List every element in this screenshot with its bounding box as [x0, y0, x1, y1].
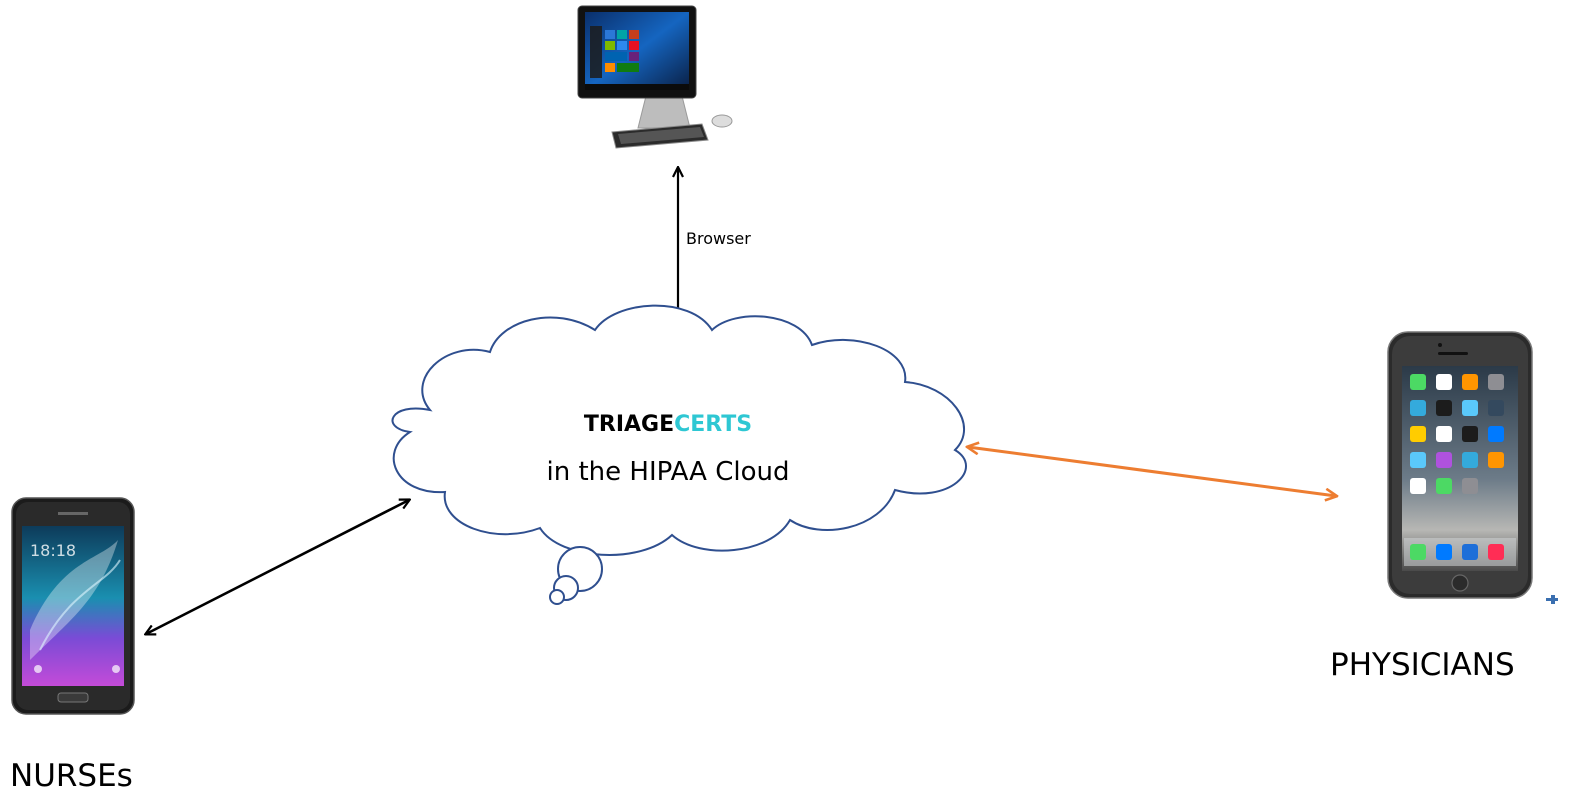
svg-text:18:18: 18:18 [30, 541, 76, 560]
android-phone-icon: 18:18 [11, 497, 135, 715]
physician-link-arrow [968, 447, 1336, 496]
desktop-computer-icon [577, 5, 733, 149]
browser-label: Browser [686, 229, 751, 248]
iphone-icon [1387, 331, 1558, 604]
brand-name: TRIAGECERTS [584, 412, 752, 437]
physicians-label: PHYSICIANS [1330, 647, 1515, 683]
nurse-link-arrow [146, 500, 409, 634]
nurses-label: NURSEs [10, 758, 133, 794]
hipaa-cloud-shape [391, 304, 968, 605]
brand-name-part2: CERTS [674, 412, 752, 437]
cloud-tagline: in the HIPAA Cloud [547, 457, 790, 487]
brand-name-part1: TRIAGE [584, 412, 674, 437]
